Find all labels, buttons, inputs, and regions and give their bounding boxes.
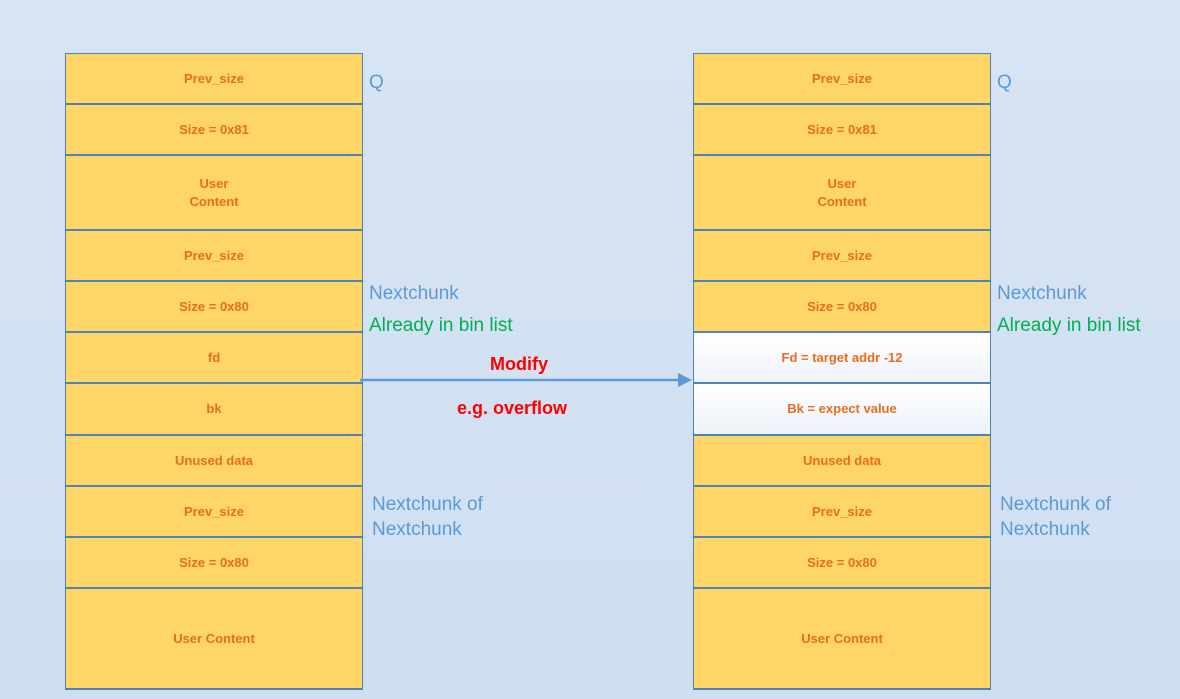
right-cell-fd: Fd = target addr -12 [694, 333, 990, 384]
left-cell-user-content: User Content [66, 156, 362, 231]
left-cell-prev-size: Prev_size [66, 54, 362, 105]
nextchunk-of-nextchunk-label-left: Nextchunk of Nextchunk [372, 494, 483, 540]
already-in-bin-label-left: Already in bin list [369, 315, 513, 336]
modify-label: Modify [490, 354, 548, 374]
left-cell-fd: fd [66, 333, 362, 384]
left-cell-size: Size = 0x80 [66, 282, 362, 333]
modify-arrow-head [678, 373, 692, 387]
right-cell-size: Size = 0x80 [694, 282, 990, 333]
nextchunk-of-nextchunk-label-right: Nextchunk of Nextchunk [1000, 494, 1111, 540]
already-in-bin-label-right: Already in bin list [997, 315, 1141, 336]
left-cell-size: Size = 0x81 [66, 105, 362, 156]
overflow-label: e.g. overflow [457, 398, 568, 418]
left-cell-unused-data: Unused data [66, 436, 362, 487]
q-label-left: Q [369, 72, 384, 93]
left-cell-bk: bk [66, 384, 362, 436]
right-cell-prev-size: Prev_size [694, 54, 990, 105]
right-cell-bk: Bk = expect value [694, 384, 990, 436]
left-cell-user-content: User Content [66, 589, 362, 690]
q-label-right: Q [997, 72, 1012, 93]
right-cell-user-content: User Content [694, 156, 990, 231]
nextchunk-label-left: Nextchunk [369, 283, 459, 304]
nextchunk-label-right: Nextchunk [997, 283, 1087, 304]
right-cell-user-content: User Content [694, 589, 990, 690]
left-cell-prev-size: Prev_size [66, 487, 362, 538]
right-cell-prev-size: Prev_size [694, 231, 990, 282]
right-cell-size: Size = 0x81 [694, 105, 990, 156]
right-cell-prev-size: Prev_size [694, 487, 990, 538]
left-cell-prev-size: Prev_size [66, 231, 362, 282]
right-cell-size: Size = 0x80 [694, 538, 990, 589]
left-cell-size: Size = 0x80 [66, 538, 362, 589]
right-cell-unused-data: Unused data [694, 436, 990, 487]
